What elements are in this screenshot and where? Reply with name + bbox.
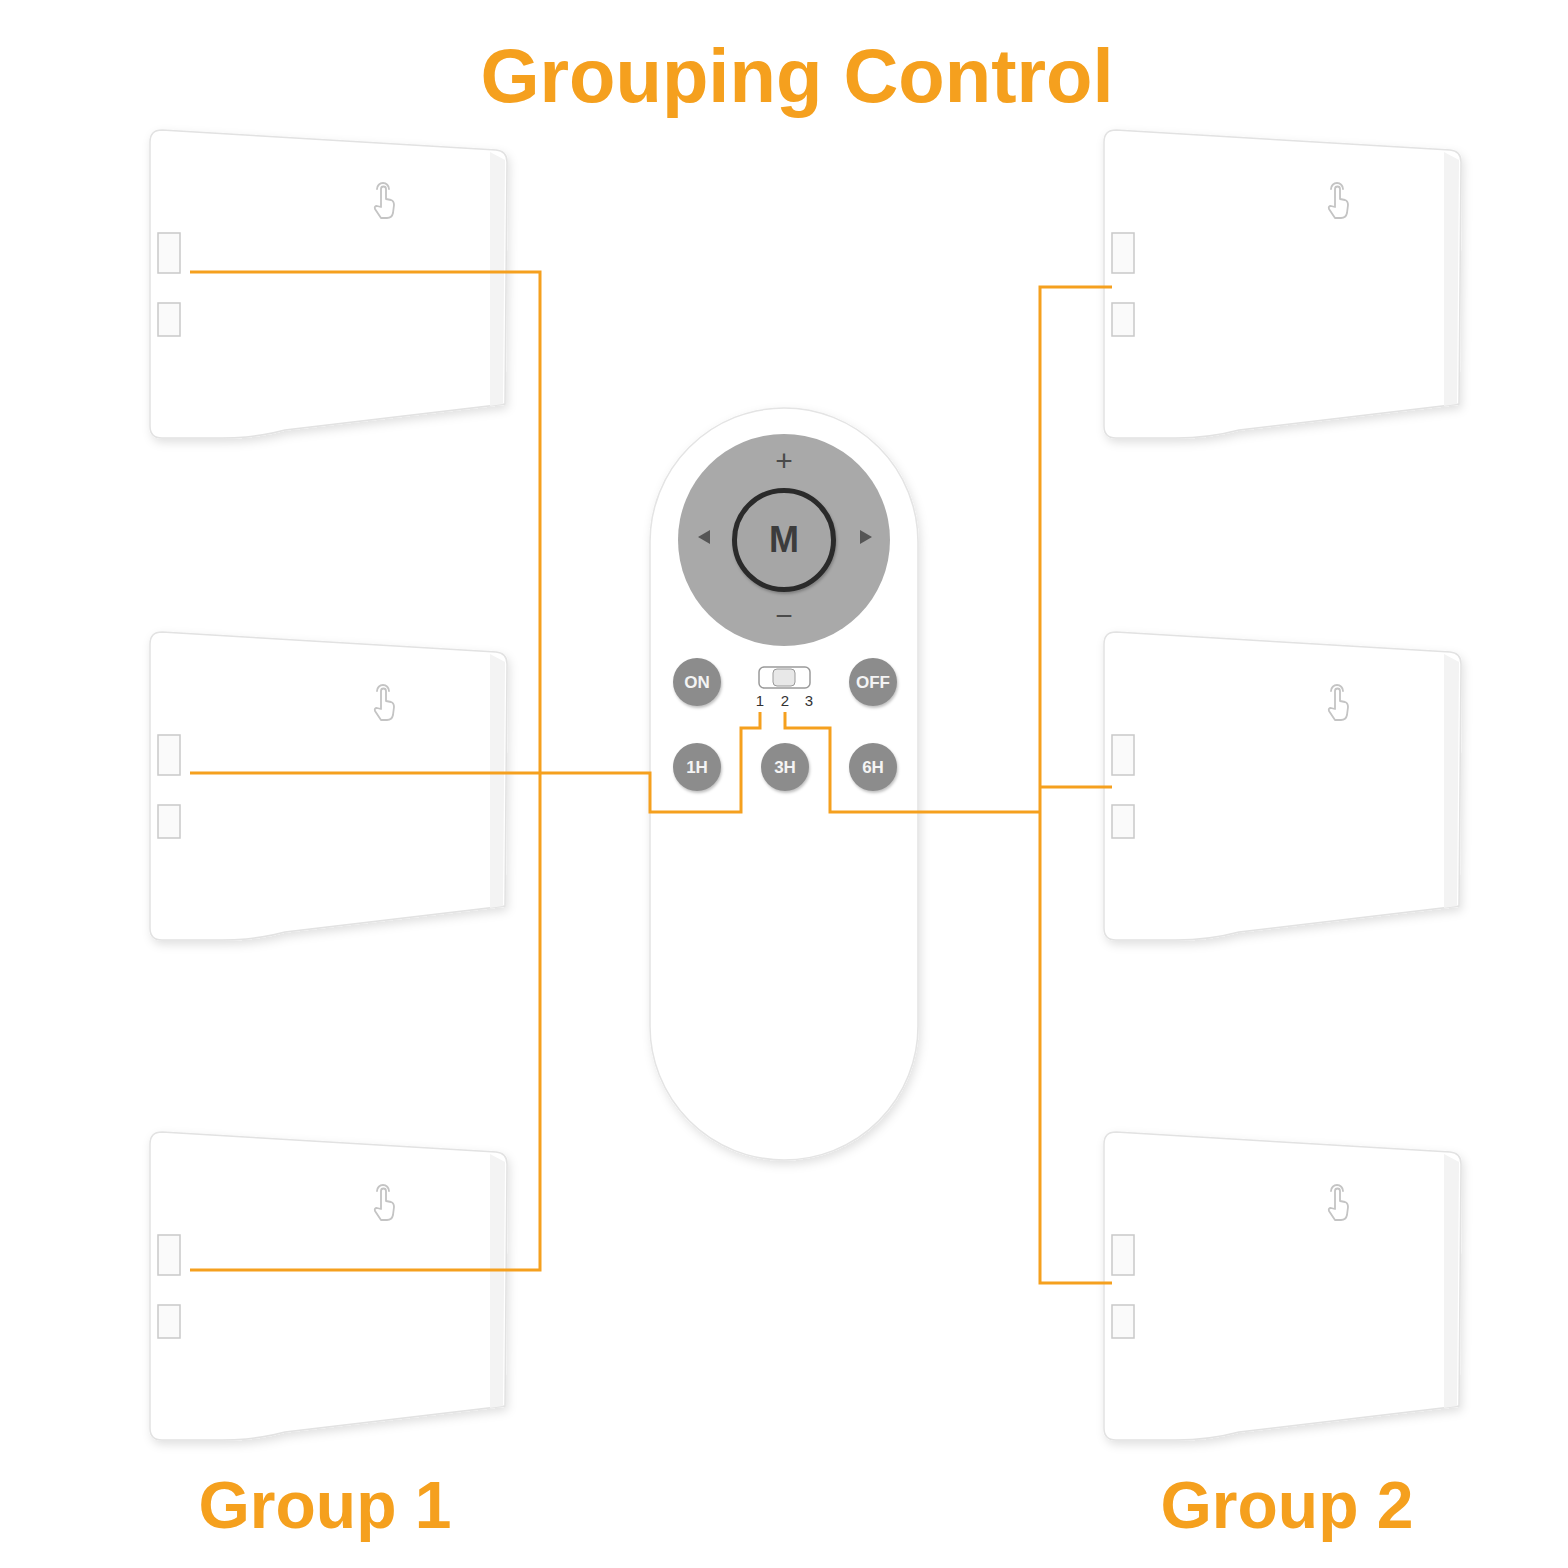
- group-number: 3: [805, 693, 813, 708]
- group-number: 1: [756, 693, 764, 708]
- light-unit: [150, 130, 507, 438]
- title: Grouping Control: [480, 38, 1113, 114]
- timer-button: 1H: [673, 743, 721, 791]
- timer-button: 6H: [849, 743, 897, 791]
- light-unit: [150, 1132, 507, 1440]
- group-wire: [190, 272, 760, 1270]
- group-number: 2: [781, 693, 789, 708]
- group-label: Group 1: [198, 1472, 451, 1538]
- remote-dial: [678, 434, 890, 646]
- group-label: Group 2: [1160, 1472, 1413, 1538]
- right-arrow: [860, 530, 872, 544]
- switch-knob: [773, 669, 795, 686]
- mode-button: M: [732, 488, 836, 592]
- light-unit: [1104, 130, 1461, 438]
- timer-button: 3H: [761, 743, 809, 791]
- group-wire: [785, 287, 1112, 1283]
- light-unit: [1104, 632, 1461, 940]
- left-arrow: [698, 530, 710, 544]
- button-text: 1H: [686, 759, 708, 776]
- off-button: OFF: [849, 658, 897, 706]
- group-switch: [759, 667, 810, 688]
- remote-body: [650, 408, 918, 1160]
- button-text: ON: [684, 674, 710, 691]
- on-button: ON: [673, 658, 721, 706]
- button-text: 3H: [774, 759, 796, 776]
- button-text: 6H: [862, 759, 884, 776]
- dial-symbol: +: [775, 446, 793, 476]
- light-unit: [1104, 1132, 1461, 1440]
- light-unit: [150, 632, 507, 940]
- dial-symbol: −: [775, 601, 793, 631]
- button-text: OFF: [856, 674, 890, 691]
- button-text: M: [769, 522, 799, 558]
